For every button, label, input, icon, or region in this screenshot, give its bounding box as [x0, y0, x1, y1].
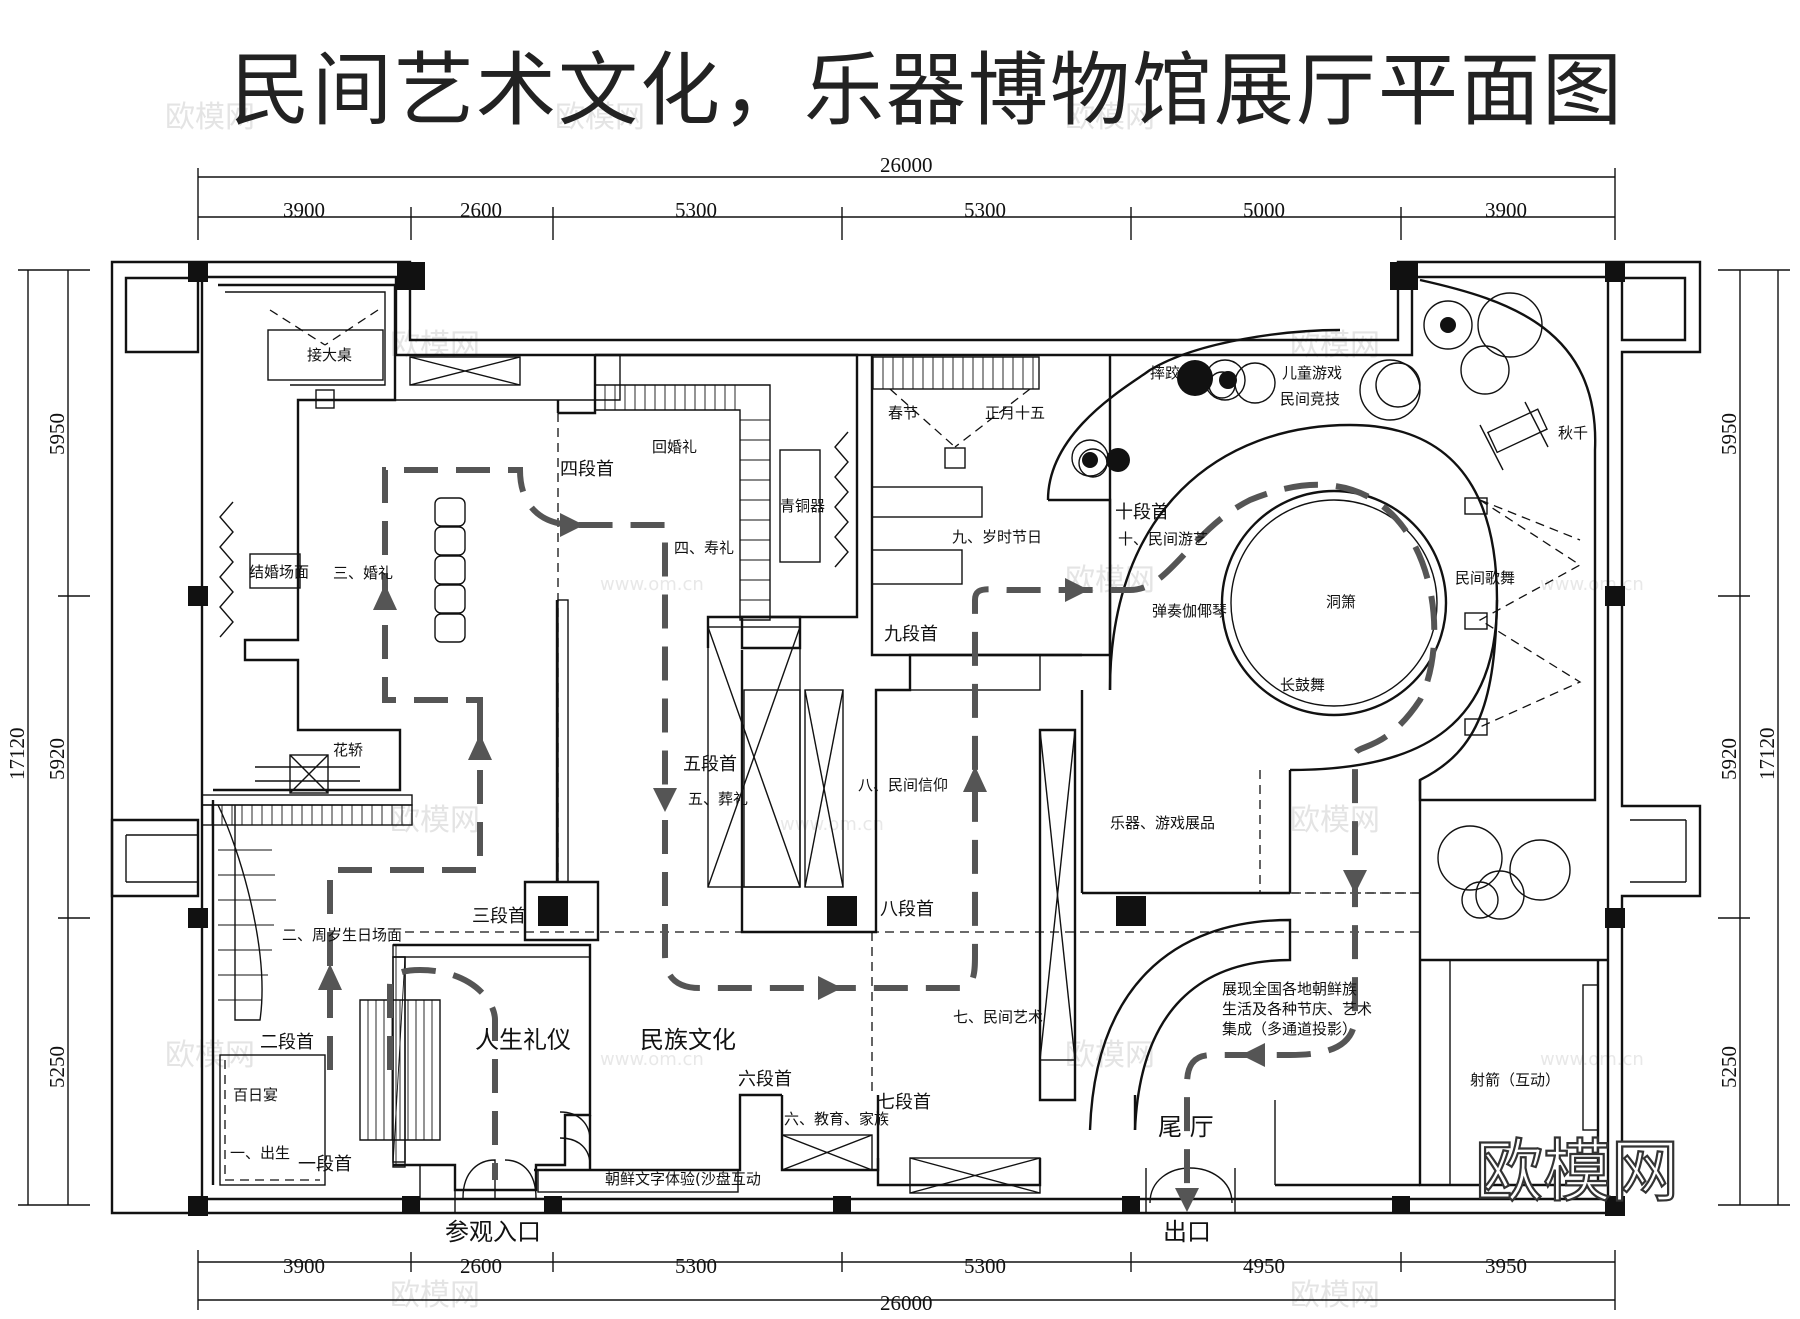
- label-bairiyan: 百日宴: [233, 1086, 278, 1104]
- label-dongxiao: 洞箫: [1326, 593, 1356, 611]
- watermark-text: 欧模网: [165, 100, 255, 135]
- dimension-lines: [18, 168, 1790, 1310]
- dim-top: 5300: [675, 198, 717, 222]
- label-jiedazhuo: 接大桌: [307, 346, 352, 364]
- watermark-text: 欧模网: [555, 100, 645, 135]
- dim-bottom: 4950: [1243, 1254, 1285, 1278]
- label-shuaijiao: 摔跤: [1150, 364, 1180, 382]
- label-xinyang: 八、民间信仰: [858, 776, 948, 794]
- label-zhousui: 二、周岁生日场面: [282, 926, 402, 944]
- label-shiduan: 十段首: [1115, 502, 1169, 523]
- page-title: 民间艺术文化，乐器博物馆展厅平面图: [230, 44, 1624, 137]
- watermark-text: 欧模网: [390, 328, 480, 363]
- label-yueqi: 乐器、游戏展品: [1110, 814, 1215, 832]
- dim-bottom: 5300: [964, 1254, 1006, 1278]
- dim-right: 5250: [1717, 1046, 1741, 1088]
- label-rukou: 参观入口: [445, 1218, 541, 1246]
- label-wuduan: 五段首: [683, 754, 737, 775]
- dim-top: 2600: [460, 198, 502, 222]
- label-qiuqian: 秋千: [1558, 424, 1588, 442]
- label-chunjie: 春节: [888, 404, 918, 422]
- watermark-text: 欧模网: [1065, 1038, 1155, 1073]
- dim-bottom: 3950: [1485, 1254, 1527, 1278]
- label-chukou: 出口: [1163, 1218, 1211, 1246]
- label-minzu: 民族文化: [640, 1026, 736, 1054]
- watermark-logo: 欧模网: [1475, 1133, 1679, 1212]
- label-jingji: 民间竞技: [1280, 390, 1340, 408]
- label-youyi: 十、民间游艺: [1118, 530, 1208, 548]
- label-zhanxian-line1: 展现全国各地朝鲜族: [1222, 980, 1357, 998]
- watermark-url: www.om.cn: [600, 1049, 704, 1070]
- label-weiting: 尾 厅: [1158, 1113, 1214, 1141]
- label-siduan: 四段首: [560, 459, 614, 480]
- label-chusheng: 一、出生: [230, 1144, 290, 1162]
- label-tanzou: 弹奏伽倻琴: [1152, 602, 1227, 620]
- dim-right: 5950: [1717, 413, 1741, 455]
- dim-left: 5920: [45, 738, 69, 780]
- dim-side-total-right: 17120: [1755, 728, 1779, 781]
- label-changgu: 长鼓舞: [1280, 676, 1325, 694]
- dim-total-top: 26000: [880, 153, 933, 177]
- label-ertong: 儿童游戏: [1282, 364, 1342, 382]
- label-zangli: 五、葬礼: [688, 790, 748, 808]
- label-shejian: 射箭（互动）: [1470, 1071, 1560, 1089]
- watermark-url: www.om.cn: [1540, 574, 1644, 595]
- watermark-layer: 欧模网 欧模网 欧模网 欧模网 欧模网 欧模网 欧模网 欧模网 欧模网 欧模网 …: [165, 100, 1644, 1313]
- label-jiaoyu: 六、教育、家族: [784, 1110, 889, 1128]
- label-zhengyue: 正月十五: [985, 404, 1045, 422]
- label-hunli: 三、婚礼: [333, 564, 393, 582]
- label-zhanxian-line3: 集成（多通道投影）: [1222, 1020, 1357, 1038]
- watermark-text: 欧模网: [390, 803, 480, 838]
- label-liuduan: 六段首: [738, 1069, 792, 1090]
- watermark-url: www.om.cn: [600, 574, 704, 595]
- watermark-text: 欧模网: [1290, 328, 1380, 363]
- dim-top: 5000: [1243, 198, 1285, 222]
- dim-left: 5950: [45, 413, 69, 455]
- dim-bottom: 5300: [675, 1254, 717, 1278]
- watermark-text: 欧模网: [390, 1278, 480, 1313]
- dim-bottom: 3900: [283, 1254, 325, 1278]
- dim-top: 5300: [964, 198, 1006, 222]
- dim-right: 5920: [1717, 738, 1741, 780]
- label-minjianyishu: 七、民间艺术: [953, 1008, 1043, 1026]
- dim-bottom: 2600: [460, 1254, 502, 1278]
- label-zhanxian-line2: 生活及各种节庆、艺术: [1222, 1000, 1372, 1018]
- watermark-url: www.om.cn: [780, 814, 884, 835]
- dim-total-bottom: 26000: [880, 1291, 933, 1315]
- label-jiehun: 结婚场面: [249, 563, 309, 581]
- label-rensheng: 人生礼仪: [475, 1026, 571, 1054]
- label-suishi: 九、岁时节日: [952, 528, 1042, 546]
- label-shouli: 四、寿礼: [674, 539, 734, 557]
- label-qiduan: 七段首: [877, 1092, 931, 1113]
- dim-left: 5250: [45, 1046, 69, 1088]
- label-gewu: 民间歌舞: [1455, 569, 1515, 587]
- label-sanduan: 三段首: [472, 906, 526, 927]
- interior-partitions: [201, 278, 1608, 1213]
- dim-top: 3900: [1485, 198, 1527, 222]
- dim-top: 3900: [283, 198, 325, 222]
- label-baduan: 八段首: [880, 899, 934, 920]
- watermark-url: www.om.cn: [1540, 1049, 1644, 1070]
- dim-side-total-left: 17120: [5, 728, 29, 781]
- label-yiduan: 一段首: [298, 1154, 352, 1175]
- label-chaoxian: 朝鲜文字体验(沙盘互动: [605, 1170, 761, 1188]
- room-labels: 接大桌 结婚场面 三、婚礼 花轿 二、周岁生日场面 二段首 百日宴 一、出生 一…: [230, 346, 1588, 1246]
- label-jiuduan: 九段首: [884, 624, 938, 645]
- label-erduan: 二段首: [260, 1032, 314, 1053]
- label-qingtong: 青铜器: [780, 497, 825, 515]
- label-huajiao: 花轿: [333, 741, 363, 759]
- tour-route: [318, 467, 1438, 1212]
- watermark-text: 欧模网: [1290, 1278, 1380, 1313]
- label-huihunli: 回婚礼: [652, 438, 697, 456]
- watermark-text: 欧模网: [1065, 100, 1155, 135]
- watermark-text: 欧模网: [1290, 803, 1380, 838]
